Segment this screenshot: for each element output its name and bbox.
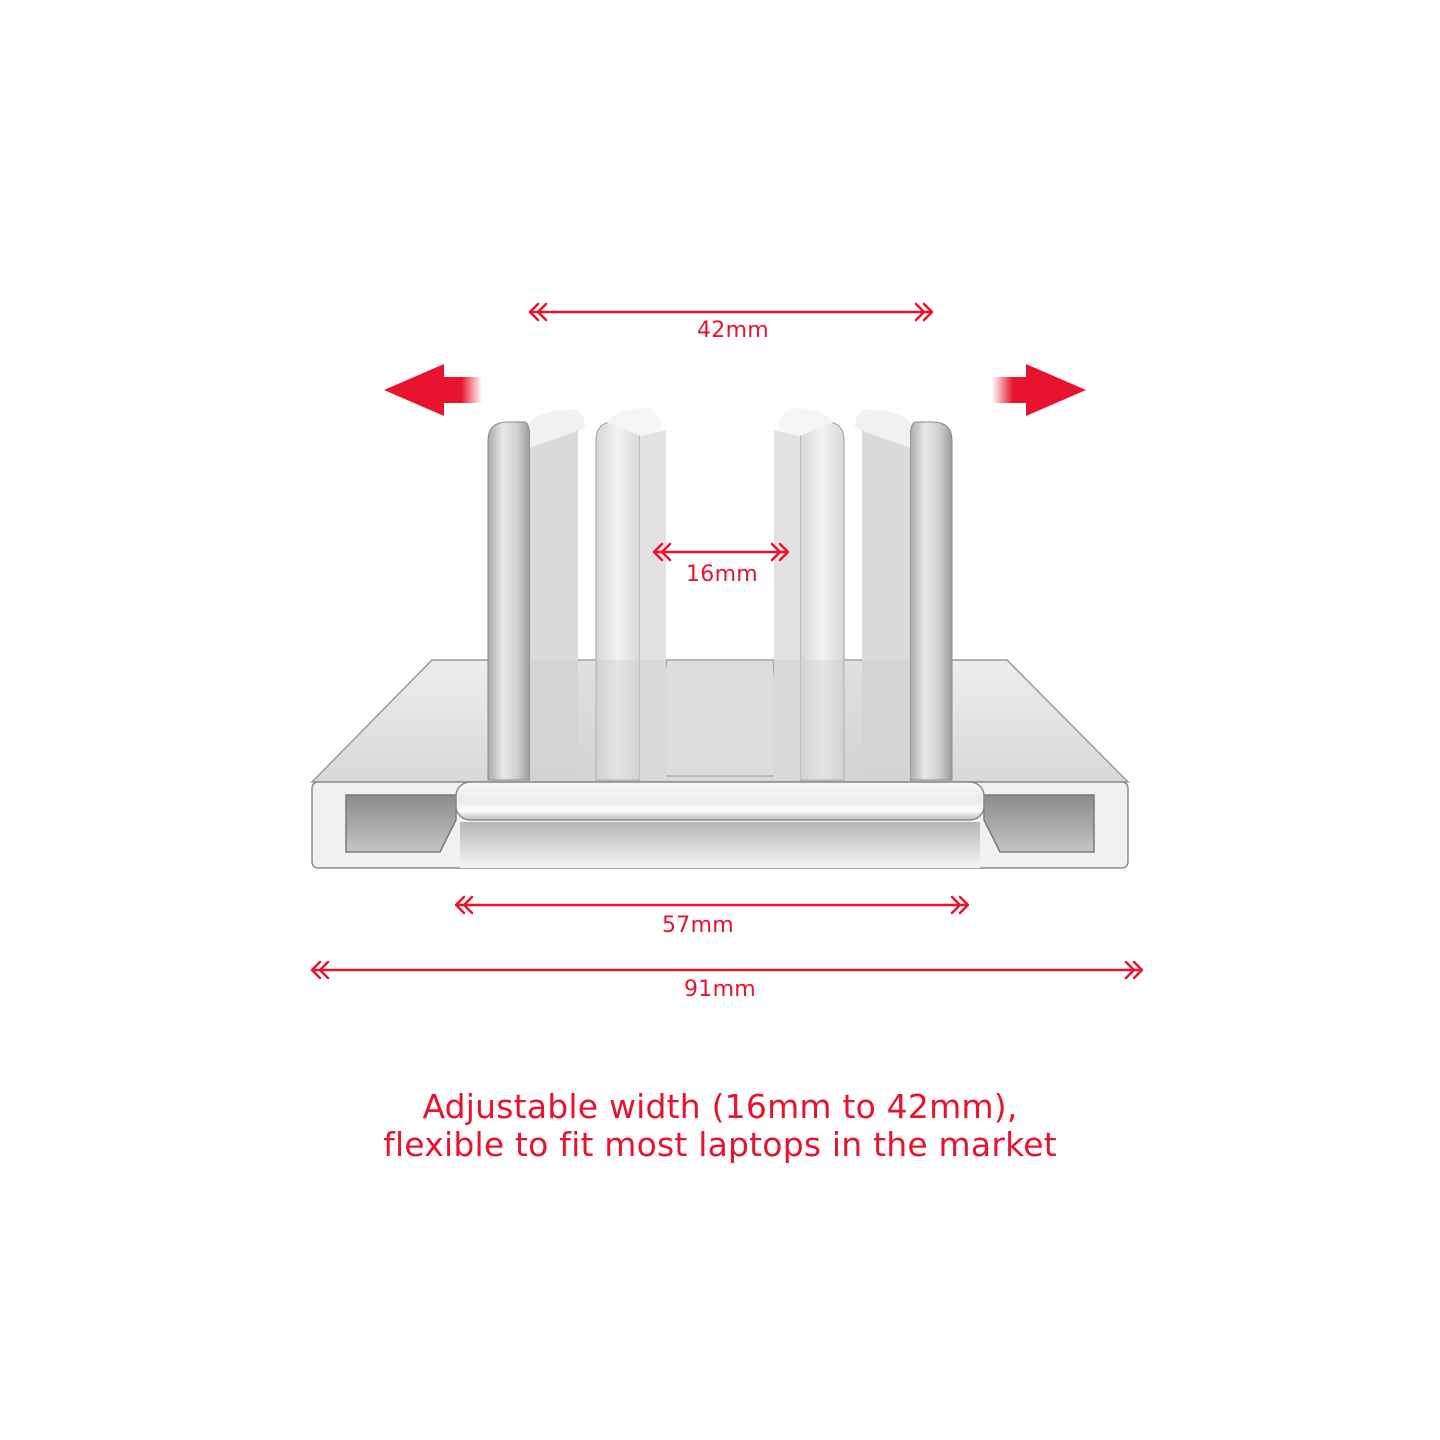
left-arrow-icon bbox=[384, 364, 482, 416]
dimension-line-91mm bbox=[310, 960, 1144, 980]
dimension-line-16mm bbox=[652, 542, 790, 562]
left-fin-pair bbox=[487, 408, 666, 781]
right-arrow-icon bbox=[992, 364, 1086, 416]
stand-base bbox=[310, 659, 1130, 869]
dimension-line-42mm bbox=[528, 302, 934, 322]
dimension-label-16mm: 16mm bbox=[685, 562, 759, 587]
dimension-label-57mm: 57mm bbox=[661, 913, 735, 938]
dimension-line-57mm bbox=[454, 895, 970, 915]
dimension-label-42mm: 42mm bbox=[696, 318, 770, 343]
feature-caption: Adjustable width (16mm to 42mm), flexibl… bbox=[0, 1088, 1440, 1164]
caption-line-2: flexible to fit most laptops in the mark… bbox=[383, 1125, 1057, 1164]
right-fin-pair bbox=[774, 408, 953, 781]
caption-line-1: Adjustable width (16mm to 42mm), bbox=[422, 1087, 1018, 1126]
dimension-label-91mm: 91mm bbox=[683, 977, 757, 1002]
